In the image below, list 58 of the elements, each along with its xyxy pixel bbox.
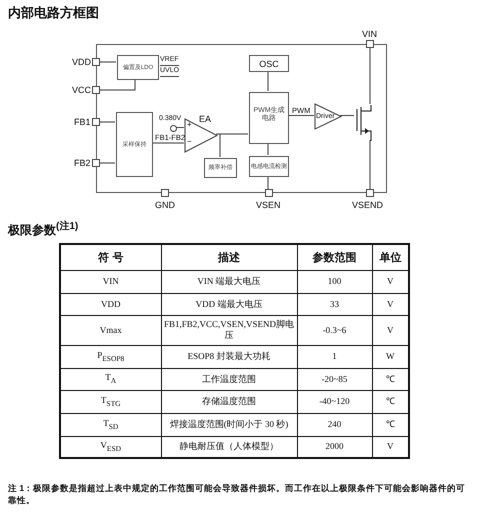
table-cell: VDD [60,293,161,315]
table-cell: 33 [297,293,372,315]
header-cell: 描述 [161,244,297,270]
wire [100,78,136,90]
header-cell: 参数范围 [297,244,372,270]
table-cell: ESOP8 封装最大功耗 [161,345,297,368]
table-cell: 存储温度范围 [161,390,297,413]
wire [100,162,116,164]
pin-terminal [265,189,273,197]
table-cell: T$_{SD}$ [60,413,161,436]
table-cell: Vmax [60,315,161,345]
plus-sign: + [187,120,192,130]
pin-terminal [92,159,100,167]
table-cell: T$_{STG}$ [60,390,161,413]
table-cell: -20~85 [297,368,372,390]
pin-terminal [366,40,374,48]
pin-label: VCC [72,85,92,95]
amplifier-triangle [315,104,341,129]
chip-outline [96,44,387,193]
pin-terminal [92,86,100,94]
table-cell: VIN 端最大电压 [161,270,297,293]
pin-label: GND [155,200,175,210]
table-cell: P$_{ESOP8}$ [60,345,161,368]
wire [152,142,184,144]
pin-label: FB1 [74,117,91,127]
table-cell: 100 [297,270,372,293]
table-cell: 工作温度范围 [161,368,297,390]
table-cell: 240 [297,413,372,436]
pin-terminal [92,118,100,126]
wire [340,115,354,116]
table-cell: 焊接温度范围(时间小于 30 秒) [161,413,297,436]
title: 内部电路方框图 [8,5,99,20]
footnote: 注 1：极限参数是指超过上表中规定的工作范围可能会导致器件损坏。而工作在以上极限条件下可能会影响器件的可靠性。 [8,482,466,506]
amplifier-triangle [185,114,217,152]
pin-label: VSEND [352,200,384,210]
table-cell: T$_{A}$ [60,368,161,390]
pin-label: VIN [362,29,378,39]
amplifier-label: EA [199,114,212,124]
header-cell: 符 号 [60,244,161,270]
table-cell: 1 [297,345,372,368]
table-cell: -0.3~6 [297,315,372,345]
table-cell: -40~120 [297,390,372,413]
block-box: OSC [249,55,289,72]
pin-label: VDD [72,57,92,67]
pin-label: VSEN [256,200,281,210]
table-cell: VIN [60,270,161,293]
section-heading: 极限参数$^{(注1)}$ [8,220,78,237]
reference-terminal [170,125,177,132]
pin-terminal [161,189,169,197]
wire [176,127,184,128]
table-cell: FB1,FB2,VCC,VSEN,VSEND脚电压 [161,315,297,345]
wire [288,115,314,116]
transistor-symbol [355,105,373,141]
pin-label: FB2 [74,158,91,168]
table-cell: VDD 端最大电压 [161,293,297,315]
minus-sign: − [187,137,192,147]
pin-terminal [366,189,374,197]
pin-terminal [92,58,100,66]
